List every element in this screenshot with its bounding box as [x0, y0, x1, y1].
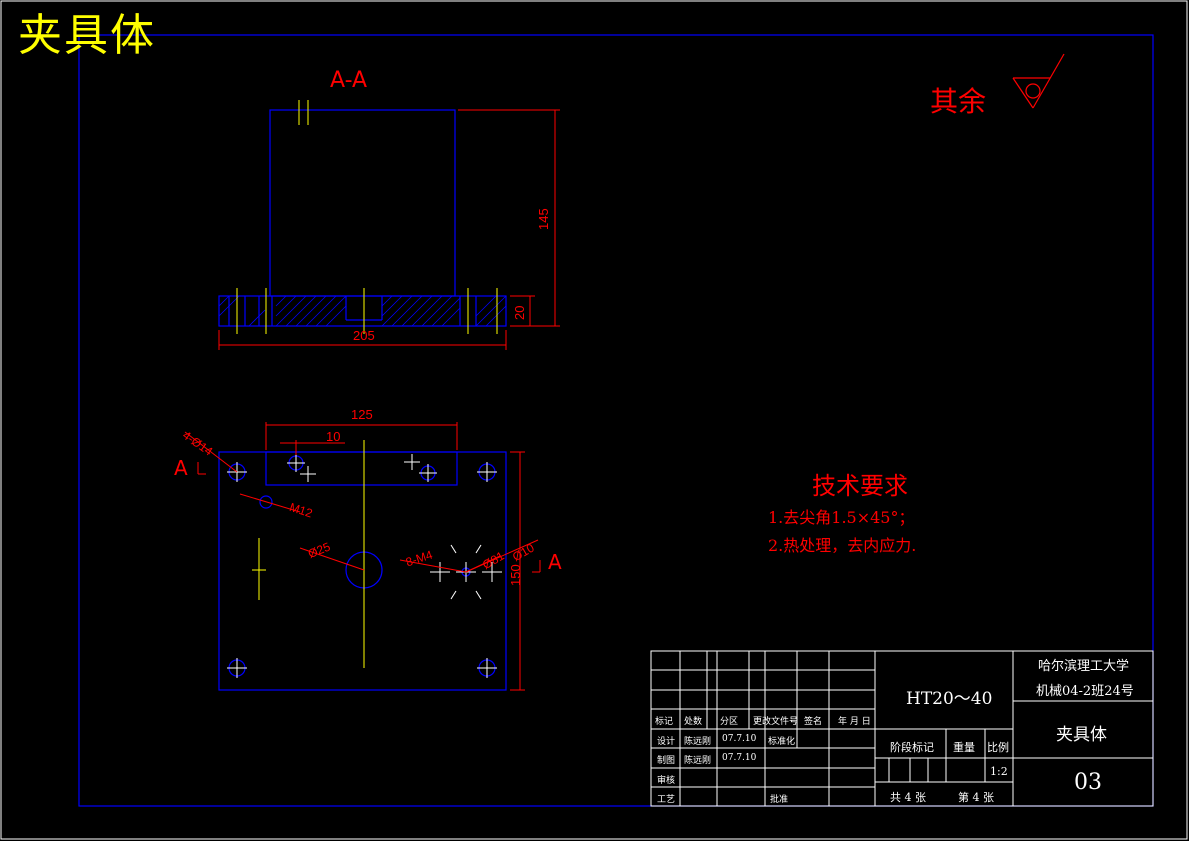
section-mark-right: A: [548, 550, 562, 574]
tb-stage-label: 阶段标记: [890, 741, 934, 754]
plan-view: [184, 422, 541, 691]
tb-approve-label: 批准: [770, 795, 789, 805]
tb-weight-label: 重量: [953, 741, 975, 754]
dim-150: 150: [508, 564, 523, 586]
tb-design-label: 设计: [657, 737, 676, 747]
dim-10: 10: [326, 429, 341, 444]
tb-class-info: 机械04-2班24号: [1036, 684, 1134, 699]
tb-review-label: 审核: [657, 776, 676, 786]
inner-frame: [78, 34, 1154, 807]
tech-requirement-1: 1.去尖角1.5×45°；: [768, 508, 915, 527]
tb-school: 哈尔滨理工大学: [1038, 659, 1130, 674]
tb-drawing-label: 制图: [657, 756, 676, 766]
title-block: [650, 650, 1154, 807]
tb-drawing-no: 03: [1074, 770, 1102, 795]
tb-design-date: 07.7.10: [722, 734, 757, 744]
tb-header-zone: 分区: [720, 717, 739, 727]
section-mark-left: A: [174, 456, 188, 480]
tb-design-name: 陈远刚: [684, 737, 712, 747]
tb-header-count: 处数: [684, 717, 703, 727]
tb-sheets-total: 共 4 张: [890, 791, 926, 804]
tb-drawing-name: 陈远刚: [684, 756, 712, 766]
dim-205: 205: [353, 328, 375, 343]
tb-header-mark: 标记: [655, 717, 674, 727]
tb-drawing-date: 07.7.10: [722, 753, 757, 763]
roughness-symbol: [1012, 53, 1065, 109]
tb-standard-label: 标准化: [768, 737, 796, 747]
dim-20: 20: [512, 305, 527, 320]
tb-scale-label: 比例: [987, 741, 1009, 754]
tb-header-sign: 签名: [804, 717, 823, 727]
tb-header-change-doc: 更改文件号: [753, 717, 799, 727]
dim-125: 125: [351, 407, 373, 422]
tb-header-date: 年 月 日: [838, 717, 871, 727]
tb-part-name: 夹具体: [1056, 725, 1107, 745]
tb-sheet-no: 第 4 张: [958, 791, 994, 804]
tech-requirements-title: 技术要求: [812, 472, 908, 500]
section-view: [218, 100, 560, 350]
drawing-title: 夹具体: [18, 10, 156, 61]
tb-process-label: 工艺: [657, 795, 676, 805]
roughness-note: 其余: [930, 85, 987, 118]
dim-145: 145: [536, 208, 551, 230]
tech-requirement-2: 2.热处理，去内应力.: [768, 536, 917, 555]
tb-material: HT20～40: [906, 689, 993, 709]
section-label: A-A: [330, 68, 368, 93]
tb-scale-value: 1:2: [990, 765, 1008, 778]
